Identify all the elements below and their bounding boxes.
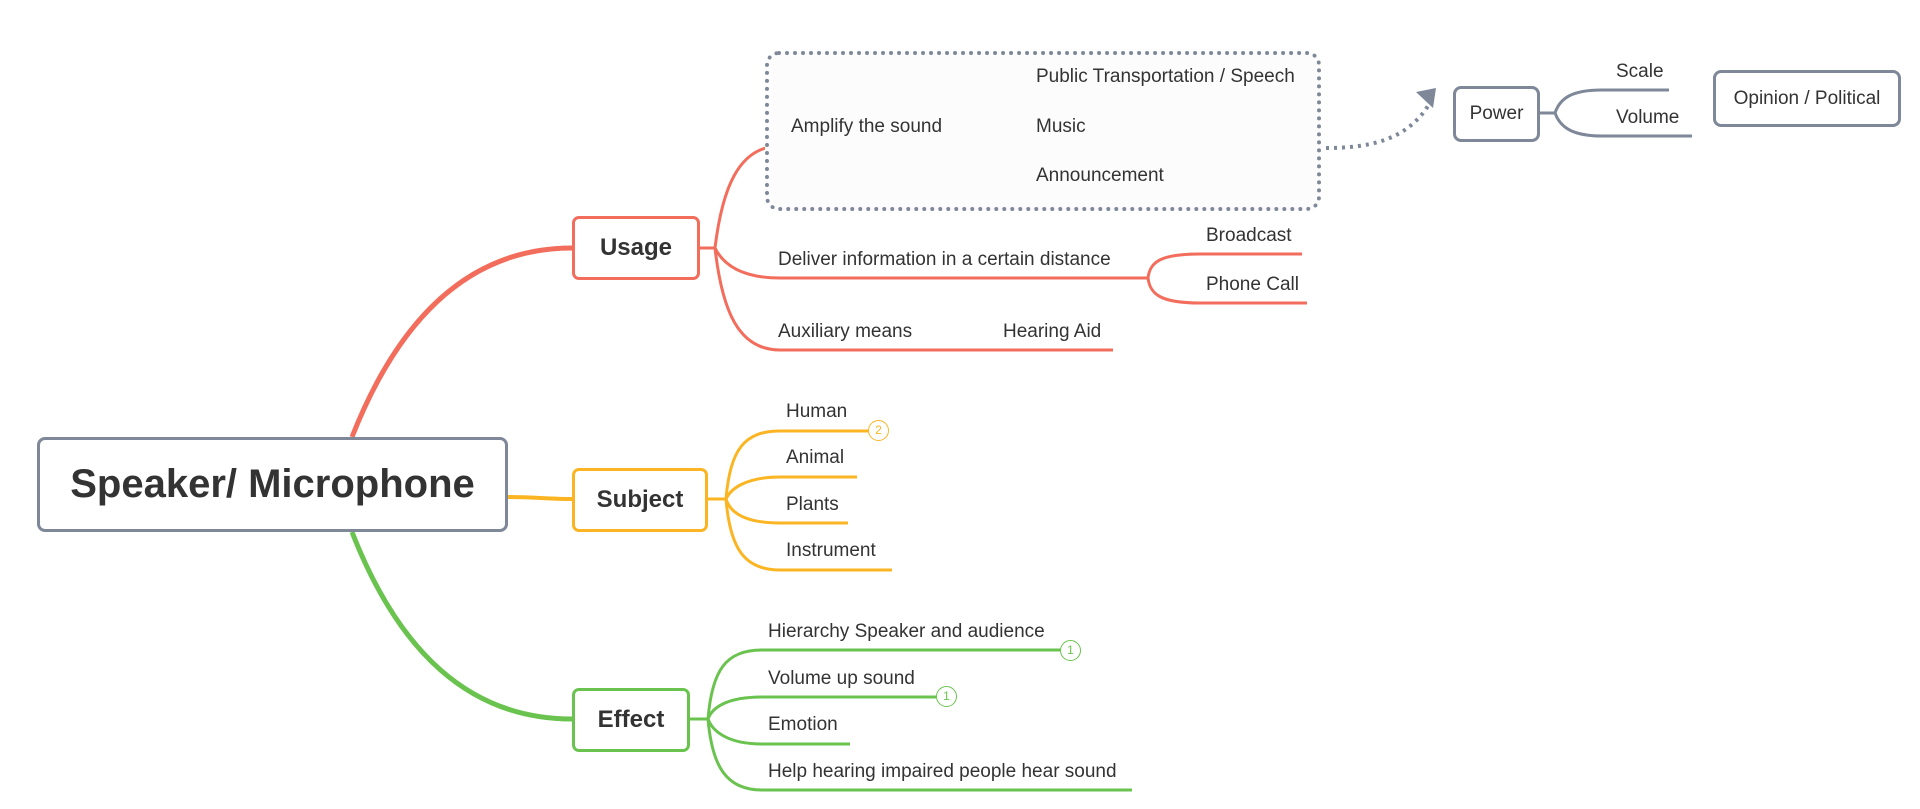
music-topic[interactable]: Music — [1036, 116, 1086, 137]
subject-to-human-connector — [708, 429, 870, 501]
volume-up-count-badge[interactable]: 1 — [936, 686, 957, 707]
broadcast-topic[interactable]: Broadcast — [1206, 225, 1292, 246]
subject-to-instrument-connector — [724, 498, 892, 572]
relationship-arrow — [1325, 104, 1430, 150]
auxiliary-topic[interactable]: Auxiliary means — [778, 321, 913, 342]
public-transportation-topic[interactable]: Public Transportation / Speech — [1036, 66, 1295, 87]
phone-call-topic[interactable]: Phone Call — [1206, 274, 1299, 295]
help-hearing-topic[interactable]: Help hearing impaired people hear sound — [768, 761, 1117, 782]
usage-topic[interactable]: Usage — [572, 216, 700, 280]
deliver-to-broadcast-connector — [1146, 252, 1302, 279]
relationship-arrowhead — [1416, 88, 1436, 108]
power-to-volume-connector — [1553, 112, 1692, 138]
effect-to-help-connector — [706, 718, 1132, 792]
root-to-usage-connector — [349, 245, 573, 438]
deliver-topic[interactable]: Deliver information in a certain distanc… — [778, 249, 1111, 270]
human-topic[interactable]: Human — [786, 401, 848, 422]
deliver-to-phonecall-connector — [1146, 277, 1307, 305]
subject-to-animal-connector — [724, 475, 857, 500]
hierarchy-count-badge[interactable]: 1 — [1060, 640, 1081, 661]
power-to-scale-connector — [1540, 88, 1669, 115]
root-to-effect-connector — [349, 531, 573, 722]
instrument-topic[interactable]: Instrument — [786, 540, 876, 561]
root-topic[interactable]: Speaker/ Microphone — [37, 437, 508, 532]
plants-topic[interactable]: Plants — [786, 494, 839, 515]
power-topic[interactable]: Power — [1453, 86, 1540, 142]
emotion-topic[interactable]: Emotion — [768, 714, 838, 735]
usage-to-auxiliary-connector — [713, 247, 1113, 352]
opinion-political-topic[interactable]: Opinion / Political — [1713, 70, 1901, 127]
subject-topic[interactable]: Subject — [572, 468, 708, 532]
animal-topic[interactable]: Animal — [786, 447, 845, 468]
human-count-badge[interactable]: 2 — [868, 420, 889, 441]
amplify-topic[interactable]: Amplify the sound — [791, 116, 943, 137]
hierarchy-topic[interactable]: Hierarchy Speaker and audience — [768, 621, 1045, 642]
amplify-group-boundary[interactable] — [765, 51, 1321, 211]
announcement-topic[interactable]: Announcement — [1036, 165, 1164, 186]
scale-topic[interactable]: Scale — [1616, 61, 1664, 82]
effect-to-hierarchy-connector — [690, 648, 1062, 721]
volume-topic[interactable]: Volume — [1616, 107, 1680, 128]
effect-topic[interactable]: Effect — [572, 688, 690, 752]
effect-to-volume-connector — [706, 695, 936, 720]
hearing-aid-topic[interactable]: Hearing Aid — [1003, 321, 1102, 342]
usage-to-deliver-connector — [713, 247, 1148, 280]
volume-up-topic[interactable]: Volume up sound — [768, 668, 915, 689]
root-to-subject-connector — [507, 495, 573, 501]
